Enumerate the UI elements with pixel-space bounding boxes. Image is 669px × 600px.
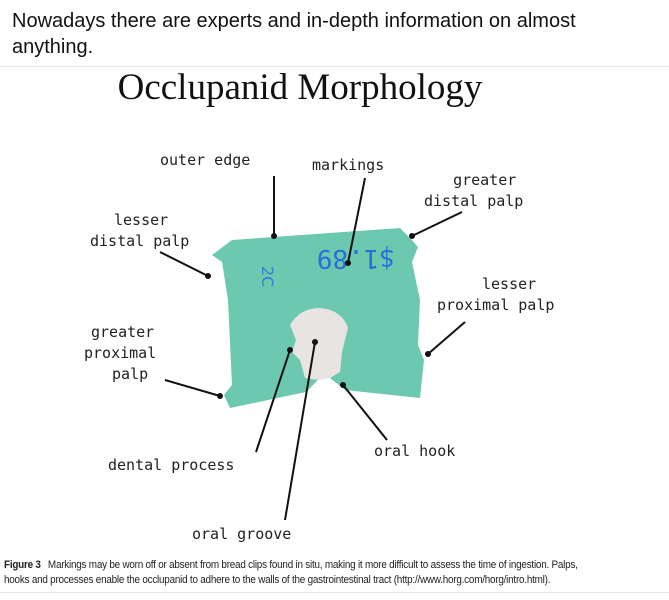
label-line: proximal palp bbox=[437, 296, 555, 314]
markings-small: 2C bbox=[258, 266, 277, 287]
label-dental-process: dental process bbox=[108, 456, 235, 474]
label-markings: markings bbox=[312, 156, 385, 174]
label-line: distal palp bbox=[424, 192, 524, 210]
label-greater-proximal-palp: greater proximal palp bbox=[84, 322, 156, 385]
markings-price: $1.89 bbox=[317, 243, 395, 273]
label-outer-edge: outer edge bbox=[160, 151, 251, 169]
label-line: distal palp bbox=[90, 232, 190, 250]
divider bbox=[0, 66, 669, 67]
label-greater-distal-palp: greater distal palp bbox=[424, 170, 523, 212]
label-line: palp bbox=[112, 365, 149, 383]
caption-text: Markings may be worn off or absent from … bbox=[4, 559, 578, 586]
divider bbox=[0, 592, 669, 593]
label-line: lesser bbox=[114, 211, 169, 229]
figure-title: Occlupanid Morphology bbox=[117, 67, 483, 108]
post-text: Nowadays there are experts and in-depth … bbox=[12, 10, 576, 58]
pointer-lines bbox=[159, 176, 466, 521]
clip-hole bbox=[290, 308, 348, 380]
label-line: greater bbox=[453, 171, 517, 189]
label-lesser-proximal-palp: lesser proximal palp bbox=[437, 274, 554, 316]
pointer-dots bbox=[205, 233, 431, 399]
label-line: lesser bbox=[482, 275, 537, 293]
label-line: proximal bbox=[84, 344, 157, 362]
label-oral-hook: oral hook bbox=[374, 442, 456, 460]
label-oral-groove: oral groove bbox=[192, 525, 292, 543]
label-lesser-distal-palp: lesser distal palp bbox=[90, 210, 189, 252]
label-line: greater bbox=[91, 323, 155, 341]
caption-label: Figure 3 bbox=[4, 559, 41, 571]
